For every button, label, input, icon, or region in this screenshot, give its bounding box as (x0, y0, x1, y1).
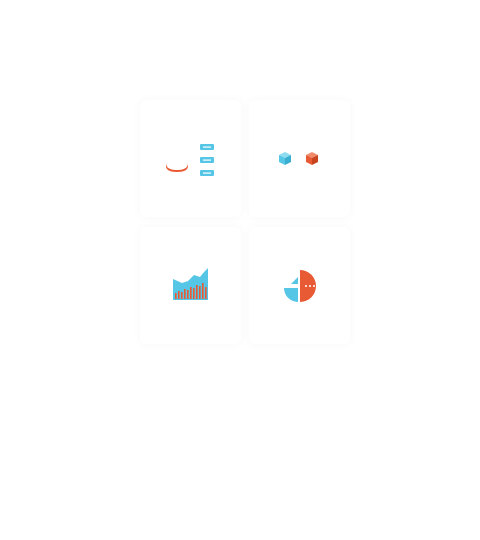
feature-tile-pie[interactable] (249, 227, 350, 344)
database-storage-icon (165, 143, 214, 176)
analytics-chart-icon (172, 265, 209, 300)
3d-cubes-icon (278, 151, 318, 165)
pie-chart-icon (283, 269, 316, 302)
feature-tile-analytics[interactable] (140, 227, 241, 344)
feature-icon-grid (140, 100, 350, 344)
feature-tile-cubes[interactable] (249, 100, 350, 217)
feature-tile-database[interactable] (140, 100, 241, 217)
